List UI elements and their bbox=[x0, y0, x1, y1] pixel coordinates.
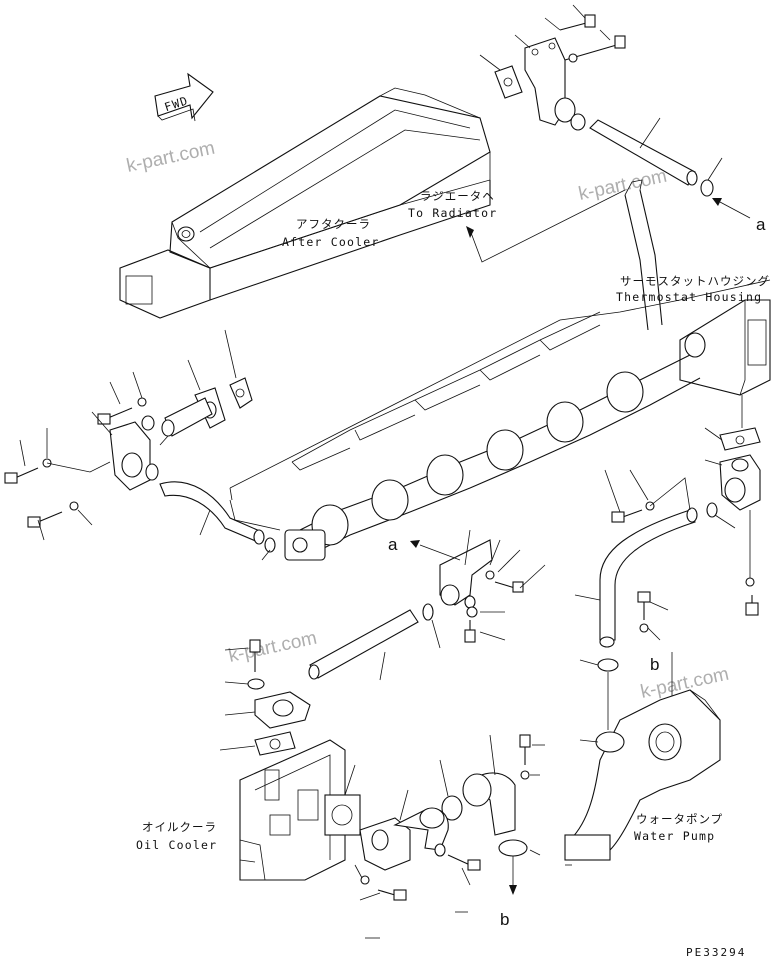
oil-cooler bbox=[239, 739, 361, 881]
fwd-label: FWD bbox=[163, 93, 191, 114]
watermark-3: k-part.com bbox=[227, 628, 319, 667]
top-right-pipe bbox=[589, 117, 723, 197]
ref-a-mid-arrow-line bbox=[419, 544, 461, 561]
lower-left-cover bbox=[219, 639, 311, 756]
oil-cooler-label-jp: オイルクーラ bbox=[142, 820, 217, 834]
lower-long-pipe bbox=[308, 603, 441, 681]
centre-connector bbox=[439, 529, 546, 609]
after-cooler-label-jp: アフタクーラ bbox=[296, 217, 371, 231]
ref-a-top-arrowhead bbox=[712, 198, 722, 206]
engine-block bbox=[229, 279, 771, 531]
top-elbow-assembly bbox=[479, 4, 626, 131]
ref-a-mid-arrowhead bbox=[410, 540, 420, 548]
drawing-code: PE33294 bbox=[686, 946, 746, 959]
water-manifold bbox=[284, 349, 701, 561]
ref-a-top: a bbox=[756, 215, 766, 234]
ref-a-top-arrow-line bbox=[719, 201, 751, 219]
right-vertical-bolts bbox=[637, 591, 669, 641]
lower-centre-bolt bbox=[464, 606, 506, 643]
left-elbow-fitting bbox=[4, 411, 159, 541]
after-cooler-label-en: After Cooler bbox=[282, 235, 379, 249]
ref-b-right: b bbox=[650, 655, 659, 674]
to-radiator-label-jp: ラジエータヘ bbox=[420, 189, 495, 203]
radiator-arrowhead bbox=[466, 226, 474, 238]
water-pump bbox=[564, 658, 721, 861]
right-curved-pipe bbox=[574, 469, 736, 648]
lower-left-elbow bbox=[354, 789, 481, 939]
thermostat-housing bbox=[624, 179, 771, 396]
radiator-leader-line bbox=[469, 189, 626, 263]
oil-cooler-label-en: Oil Cooler bbox=[136, 838, 217, 852]
watermark-2: k-part.com bbox=[577, 166, 669, 205]
water-pump-label-jp: ウォータポンプ bbox=[636, 812, 723, 826]
left-hose bbox=[159, 481, 276, 561]
thermostat-label-en: Thermostat Housing bbox=[616, 290, 762, 304]
watermark-1: k-part.com bbox=[125, 138, 217, 177]
water-pump-label-en: Water Pump bbox=[634, 829, 715, 843]
lower-centre-elbow bbox=[439, 734, 572, 866]
right-gasket-elbow bbox=[704, 395, 761, 616]
ref-a-mid: a bbox=[388, 535, 398, 554]
ref-b-bottom: b bbox=[500, 910, 509, 929]
fwd-arrow: FWD bbox=[154, 72, 214, 122]
to-radiator-label-en: To Radiator bbox=[408, 206, 497, 220]
ref-b-bottom-arrowhead bbox=[509, 885, 517, 895]
left-upper-fittings bbox=[97, 329, 253, 446]
after-cooler bbox=[119, 87, 491, 319]
thermostat-label-jp: サーモスタットハウジング bbox=[620, 274, 770, 288]
